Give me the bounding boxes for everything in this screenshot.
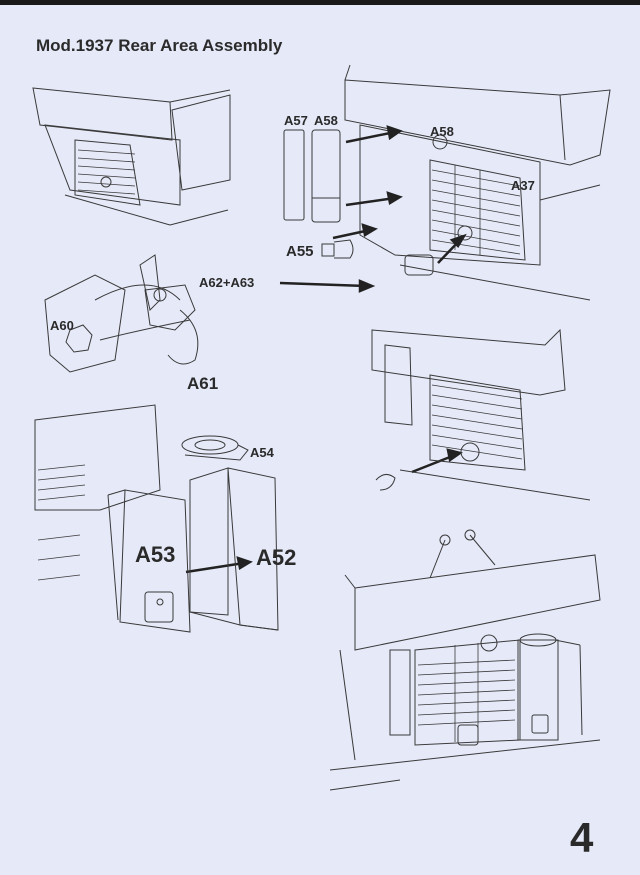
page-number: 4 xyxy=(570,814,594,861)
label-a62-a63: A62+A63 xyxy=(199,275,255,290)
label-a37: A37 xyxy=(511,178,535,193)
label-a61: A61 xyxy=(187,374,219,393)
label-a58-part: A58 xyxy=(430,124,454,139)
label-a54: A54 xyxy=(250,445,274,460)
diagram-final-assembly xyxy=(329,529,601,791)
label-a60: A60 xyxy=(50,318,74,333)
scan-top-edge xyxy=(0,0,640,5)
diagram-stowage-box xyxy=(34,404,279,633)
assembly-arrows xyxy=(185,125,467,574)
diagram-reference-hull xyxy=(32,87,231,226)
diagram-hull-with-hook xyxy=(371,328,591,501)
diagram-main-hull xyxy=(283,64,611,301)
label-a58-panel: A58 xyxy=(314,113,338,128)
page-title: Mod.1937 Rear Area Assembly xyxy=(36,36,283,55)
label-a57: A57 xyxy=(284,113,308,128)
label-a52: A52 xyxy=(256,545,297,570)
diagram-tow-hook xyxy=(44,254,199,373)
label-a53: A53 xyxy=(135,542,176,567)
label-a55: A55 xyxy=(286,243,314,260)
